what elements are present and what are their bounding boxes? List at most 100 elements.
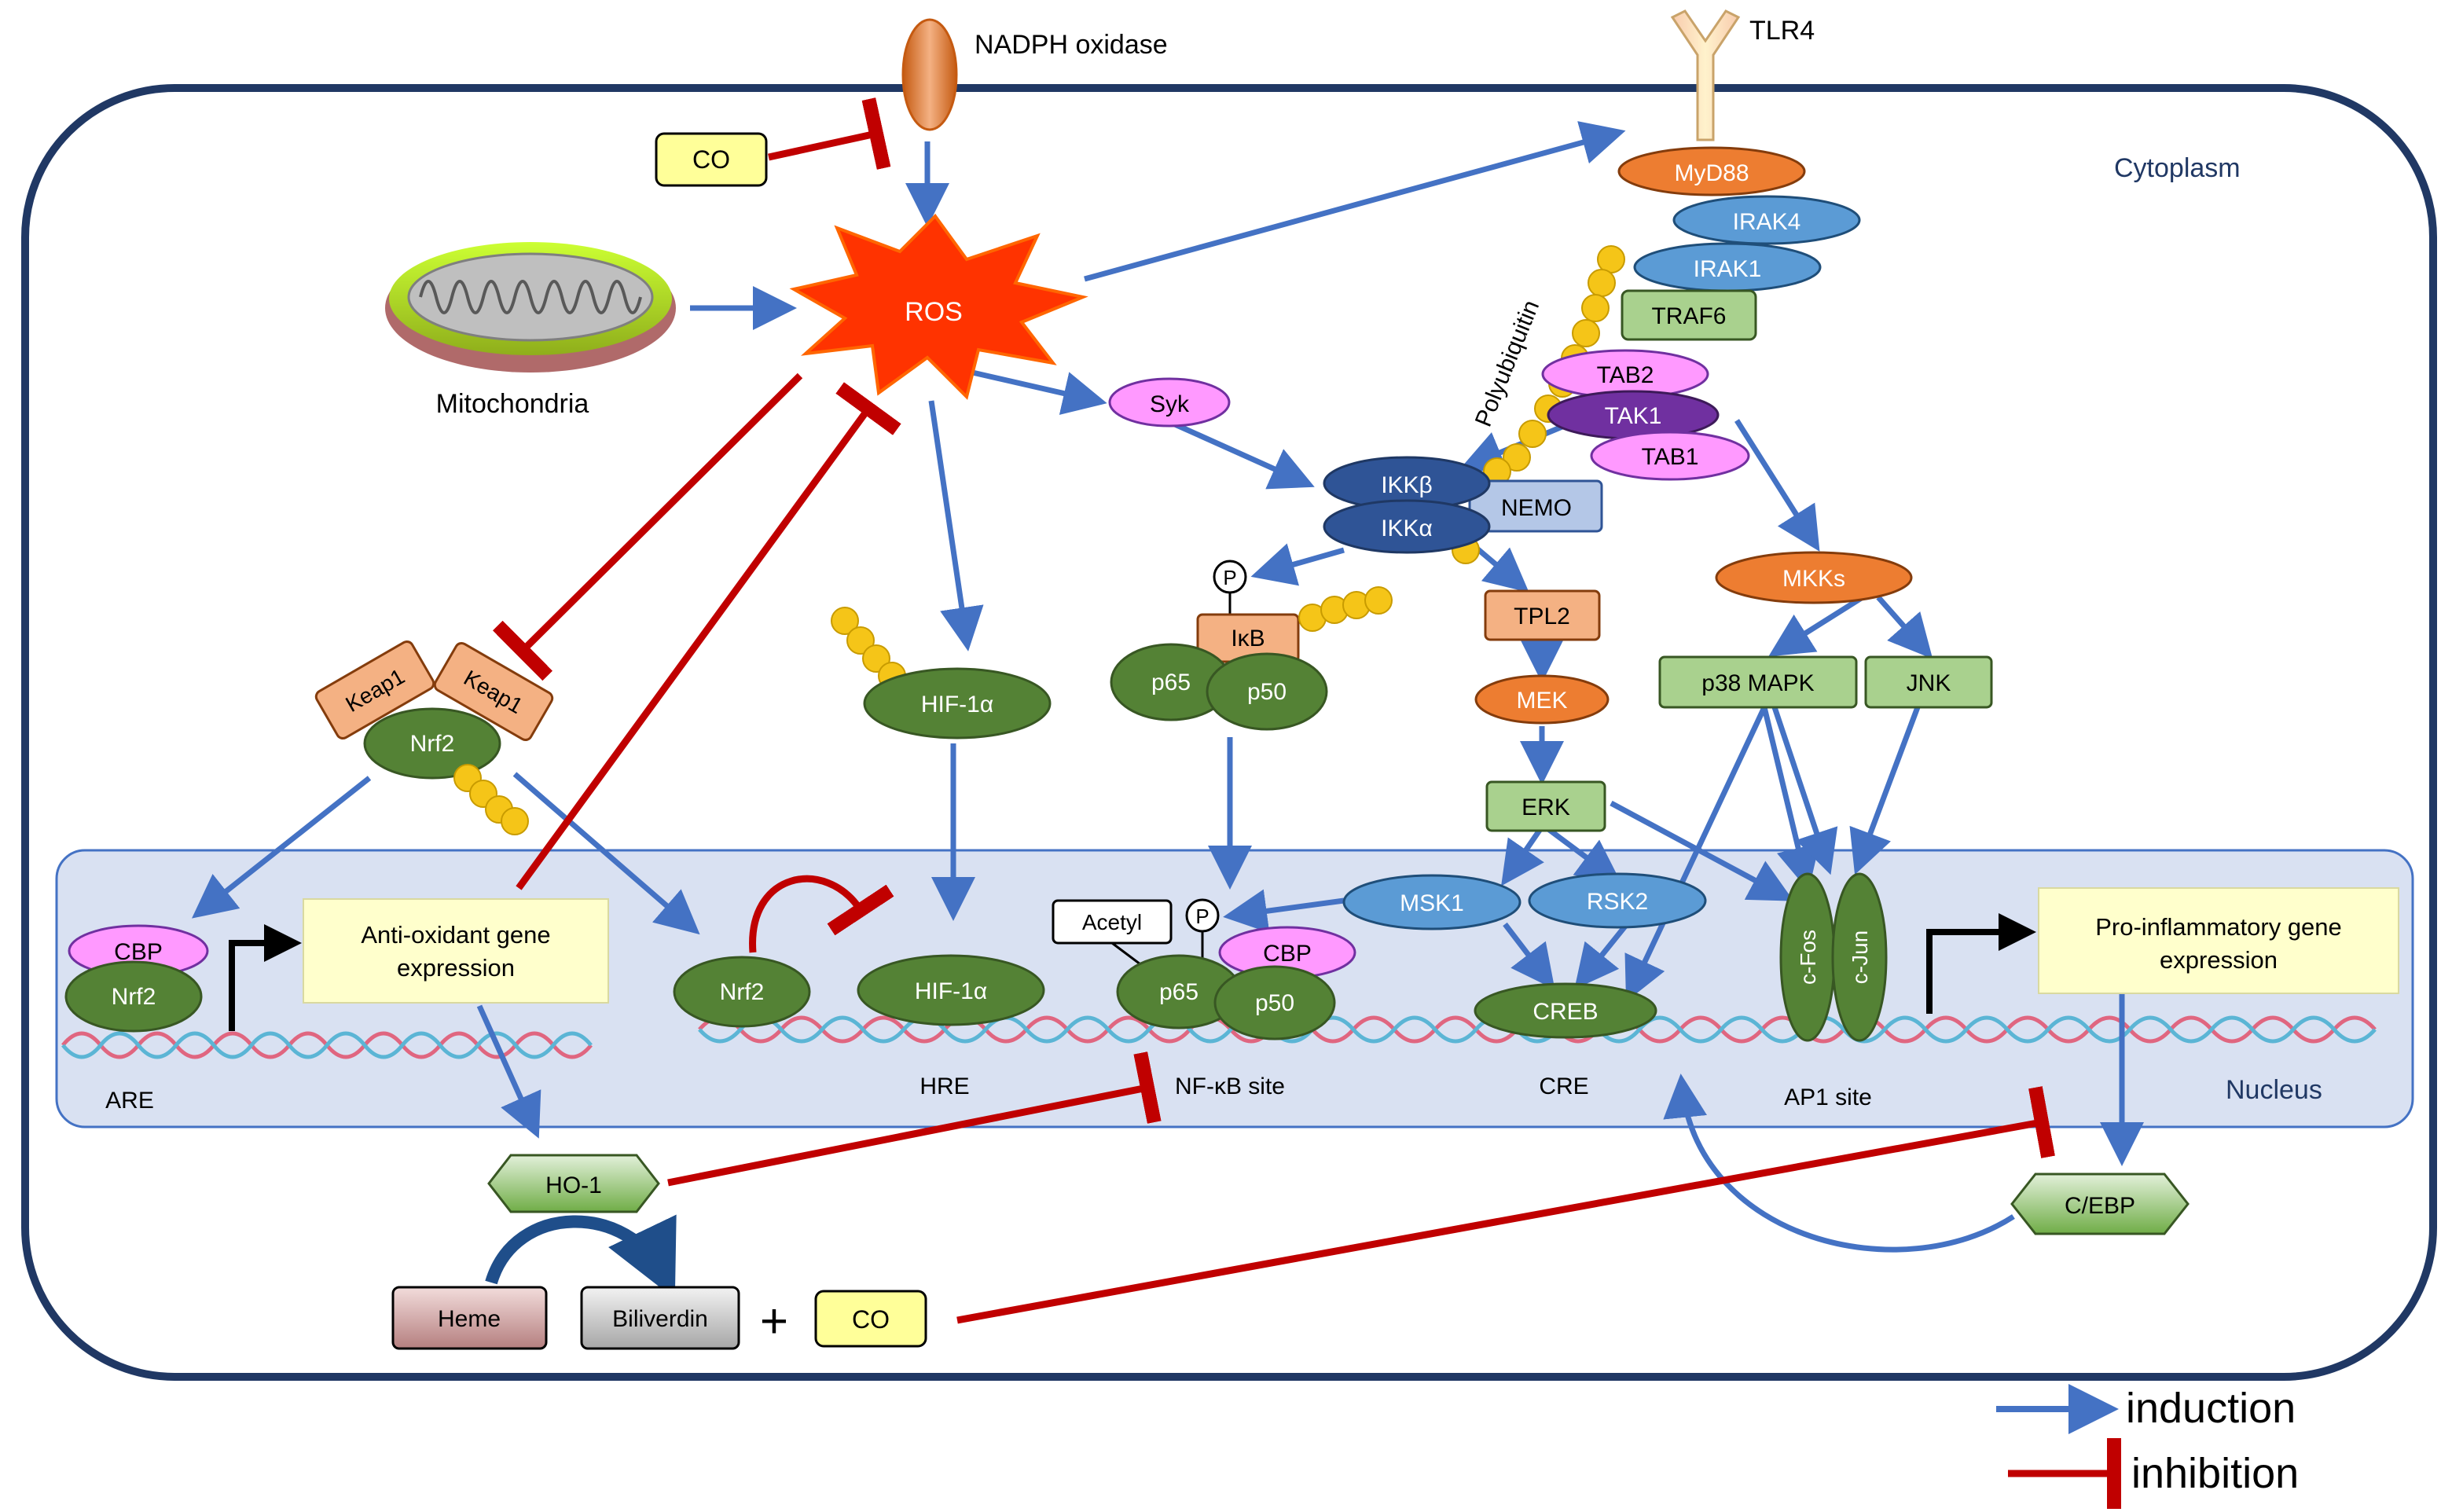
creb-label: CREB (1532, 999, 1598, 1025)
co-box-top (655, 132, 768, 187)
syk-node (1108, 377, 1231, 428)
arrow-syk-ikk (1173, 421, 1315, 490)
cjun-label: c-Jun (1848, 930, 1872, 984)
jnk-label: JNK (1907, 670, 1951, 696)
p65-nuc-label: p65 (1159, 979, 1198, 1005)
arrow-heme-biliverdin (485, 1214, 677, 1299)
mkks-node (1715, 551, 1913, 604)
p50-cyto-label: p50 (1247, 679, 1287, 705)
tlr4-label: TLR4 (1749, 16, 1815, 46)
mitochondria-label: Mitochondria (436, 389, 589, 419)
arrow-erk-msk1 (1501, 828, 1544, 886)
keap1-right: Keap1 (433, 641, 554, 742)
nrf2-cyto-label: Nrf2 (410, 731, 455, 757)
nrf2-hre-label: Nrf2 (720, 979, 765, 1005)
arrow-jnk-cjun (1849, 706, 1921, 875)
co-box-top-label: CO (692, 145, 730, 174)
legend-inhibition-label: inhibition (2131, 1450, 2299, 1497)
nrf2-nuc-node (64, 960, 203, 1033)
rsk2-node (1528, 872, 1707, 929)
tx-arrow-proinflam (1926, 913, 2036, 1014)
legend-induction-label: induction (2126, 1385, 2296, 1432)
irak1-label: IRAK1 (1694, 256, 1762, 282)
acetyl-label: Acetyl (1082, 910, 1142, 934)
cbp-nrf2-label: CBP (114, 939, 163, 965)
nrf2-ubiquitin (453, 764, 529, 835)
ikkb-label: IKKβ (1381, 472, 1433, 498)
irak4-node (1672, 195, 1861, 245)
cbp-nfkb-label: CBP (1263, 941, 1312, 967)
arrow-cebp-cre (1663, 1073, 2015, 1253)
site-are: ARE (105, 1088, 154, 1114)
msk1-node (1342, 874, 1521, 930)
cytoplasm-label: Cytoplasm (2114, 153, 2241, 183)
nadph-oxidase-icon (901, 18, 958, 131)
p50-nuc-label: p50 (1255, 990, 1294, 1016)
ros-burst (789, 213, 1088, 400)
myd88-label: MyD88 (1674, 160, 1749, 186)
p38-label: p38 MAPK (1701, 670, 1814, 696)
polyubiquitin-chain (1452, 245, 1625, 564)
mitochondria-icon (385, 242, 676, 372)
biliverdin-box (580, 1286, 740, 1350)
heme-label: Heme (438, 1306, 501, 1332)
keap1-left: Keap1 (314, 640, 435, 740)
arrow-p38-cjun (1771, 706, 1838, 875)
site-nfkb: NF-κB site (1175, 1073, 1285, 1099)
antiox-box (303, 898, 609, 1004)
ikb-label: IκB (1231, 626, 1265, 651)
tpl2-label: TPL2 (1514, 604, 1570, 629)
cebp-hexagon (2010, 1173, 2190, 1235)
arrow-ros-hif (928, 400, 984, 651)
myd88-node (1617, 146, 1806, 196)
inhib-co-cebp (956, 1086, 2055, 1324)
nrf2-nuc-label: Nrf2 (112, 984, 156, 1010)
mkks-label: MKKs (1782, 566, 1845, 592)
erk-node (1485, 780, 1606, 832)
inhib-co-nadph (768, 97, 891, 170)
jnk-node (1864, 655, 1993, 709)
hif-nuc-node (857, 954, 1045, 1026)
site-hre: HRE (920, 1073, 969, 1099)
ho1-hexagon (487, 1154, 660, 1213)
inhib-ho1-nfkb (667, 1051, 1162, 1187)
inhib-ros-keap1 (492, 372, 803, 681)
arrow-msk1-acetylp (1223, 889, 1345, 934)
arrow-mkks-jnk (1876, 595, 1933, 659)
tak1-label: TAK1 (1605, 403, 1662, 429)
phospho-cyto-label: P (1223, 566, 1236, 589)
arrow-erk-rsk2 (1546, 827, 1622, 884)
irak4-label: IRAK4 (1733, 209, 1801, 235)
nrf2-hre-node (673, 956, 811, 1028)
inhib-nrf2-hif (749, 875, 894, 953)
nemo-node (1468, 479, 1603, 533)
tab1-node (1590, 431, 1750, 481)
creb-node (1474, 982, 1657, 1039)
site-ap1: AP1 site (1784, 1084, 1872, 1110)
heme-box (391, 1286, 548, 1350)
hif-ubiquitin (831, 607, 906, 690)
hif-cyto-node (863, 667, 1052, 739)
hif-nuc-label: HIF-1α (915, 978, 987, 1004)
arrow-rsk2-creb (1574, 922, 1629, 989)
arrow-nrf2-cbp (192, 776, 372, 919)
nrf2-cyto-node (363, 707, 501, 780)
inhib-antiox-ros (516, 382, 901, 890)
msk1-label: MSK1 (1400, 890, 1464, 916)
phospho-nuc-label: P (1195, 905, 1209, 928)
plus-sign: + (760, 1294, 788, 1349)
site-cre: CRE (1539, 1073, 1588, 1099)
p50-cyto (1206, 652, 1328, 731)
syk-label: Syk (1150, 391, 1190, 417)
nucleus-label: Nucleus (2226, 1075, 2322, 1105)
co-box-bottom (814, 1290, 927, 1348)
inhibition-lines (492, 97, 2055, 1324)
p50-nuc (1213, 965, 1336, 1040)
ikka-node (1323, 499, 1491, 554)
erk-label: ERK (1521, 795, 1570, 820)
tpl2-node (1484, 589, 1601, 641)
arrow-p38-creb (1624, 706, 1767, 1002)
